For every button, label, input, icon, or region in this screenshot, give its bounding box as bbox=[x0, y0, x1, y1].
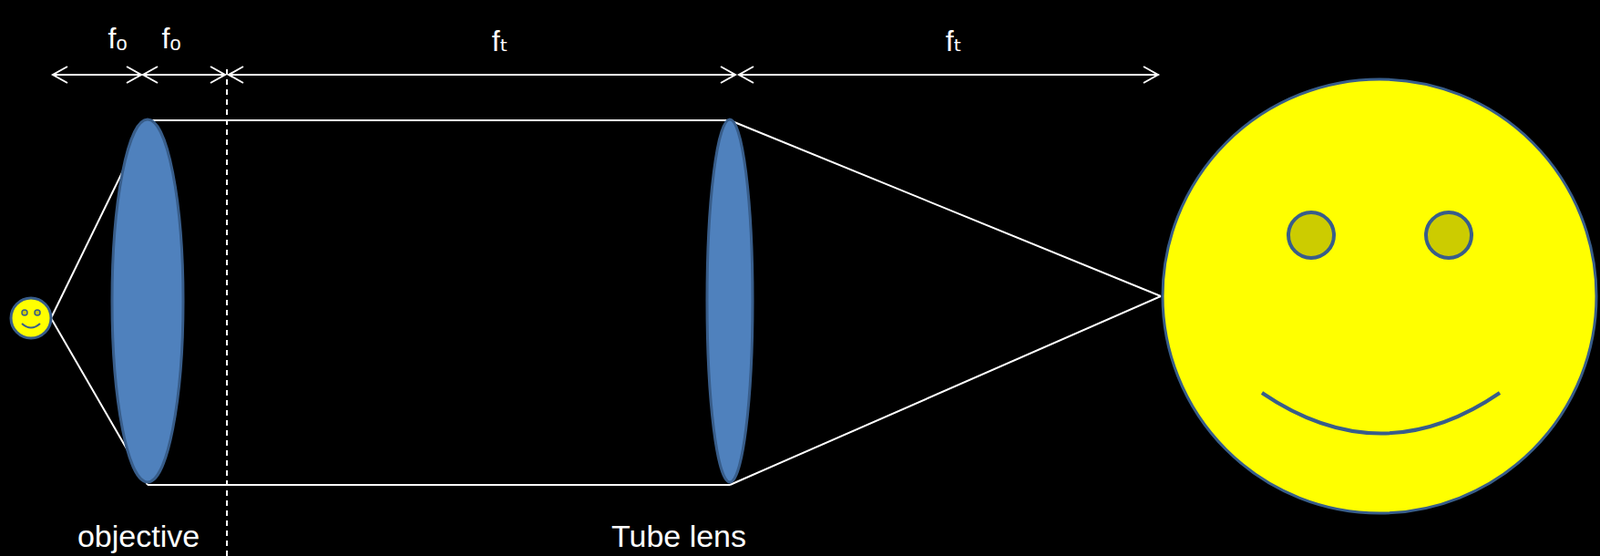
focal-length-label: fₜ bbox=[945, 26, 963, 56]
dimension-arrows bbox=[52, 66, 1159, 83]
object-smiley bbox=[10, 297, 52, 339]
focal-length-label: fₒ bbox=[108, 23, 128, 53]
objective-lens bbox=[112, 119, 184, 483]
part-name: Tube lens bbox=[611, 520, 747, 552]
image-smiley bbox=[1162, 79, 1597, 513]
tube-lens bbox=[707, 119, 753, 483]
part-name: objective bbox=[77, 520, 200, 552]
light-rays bbox=[51, 120, 1161, 485]
focal-length-label: fₒ bbox=[162, 23, 182, 53]
focal-plane-line bbox=[225, 69, 228, 556]
focal-length-label: fₜ bbox=[492, 26, 509, 56]
